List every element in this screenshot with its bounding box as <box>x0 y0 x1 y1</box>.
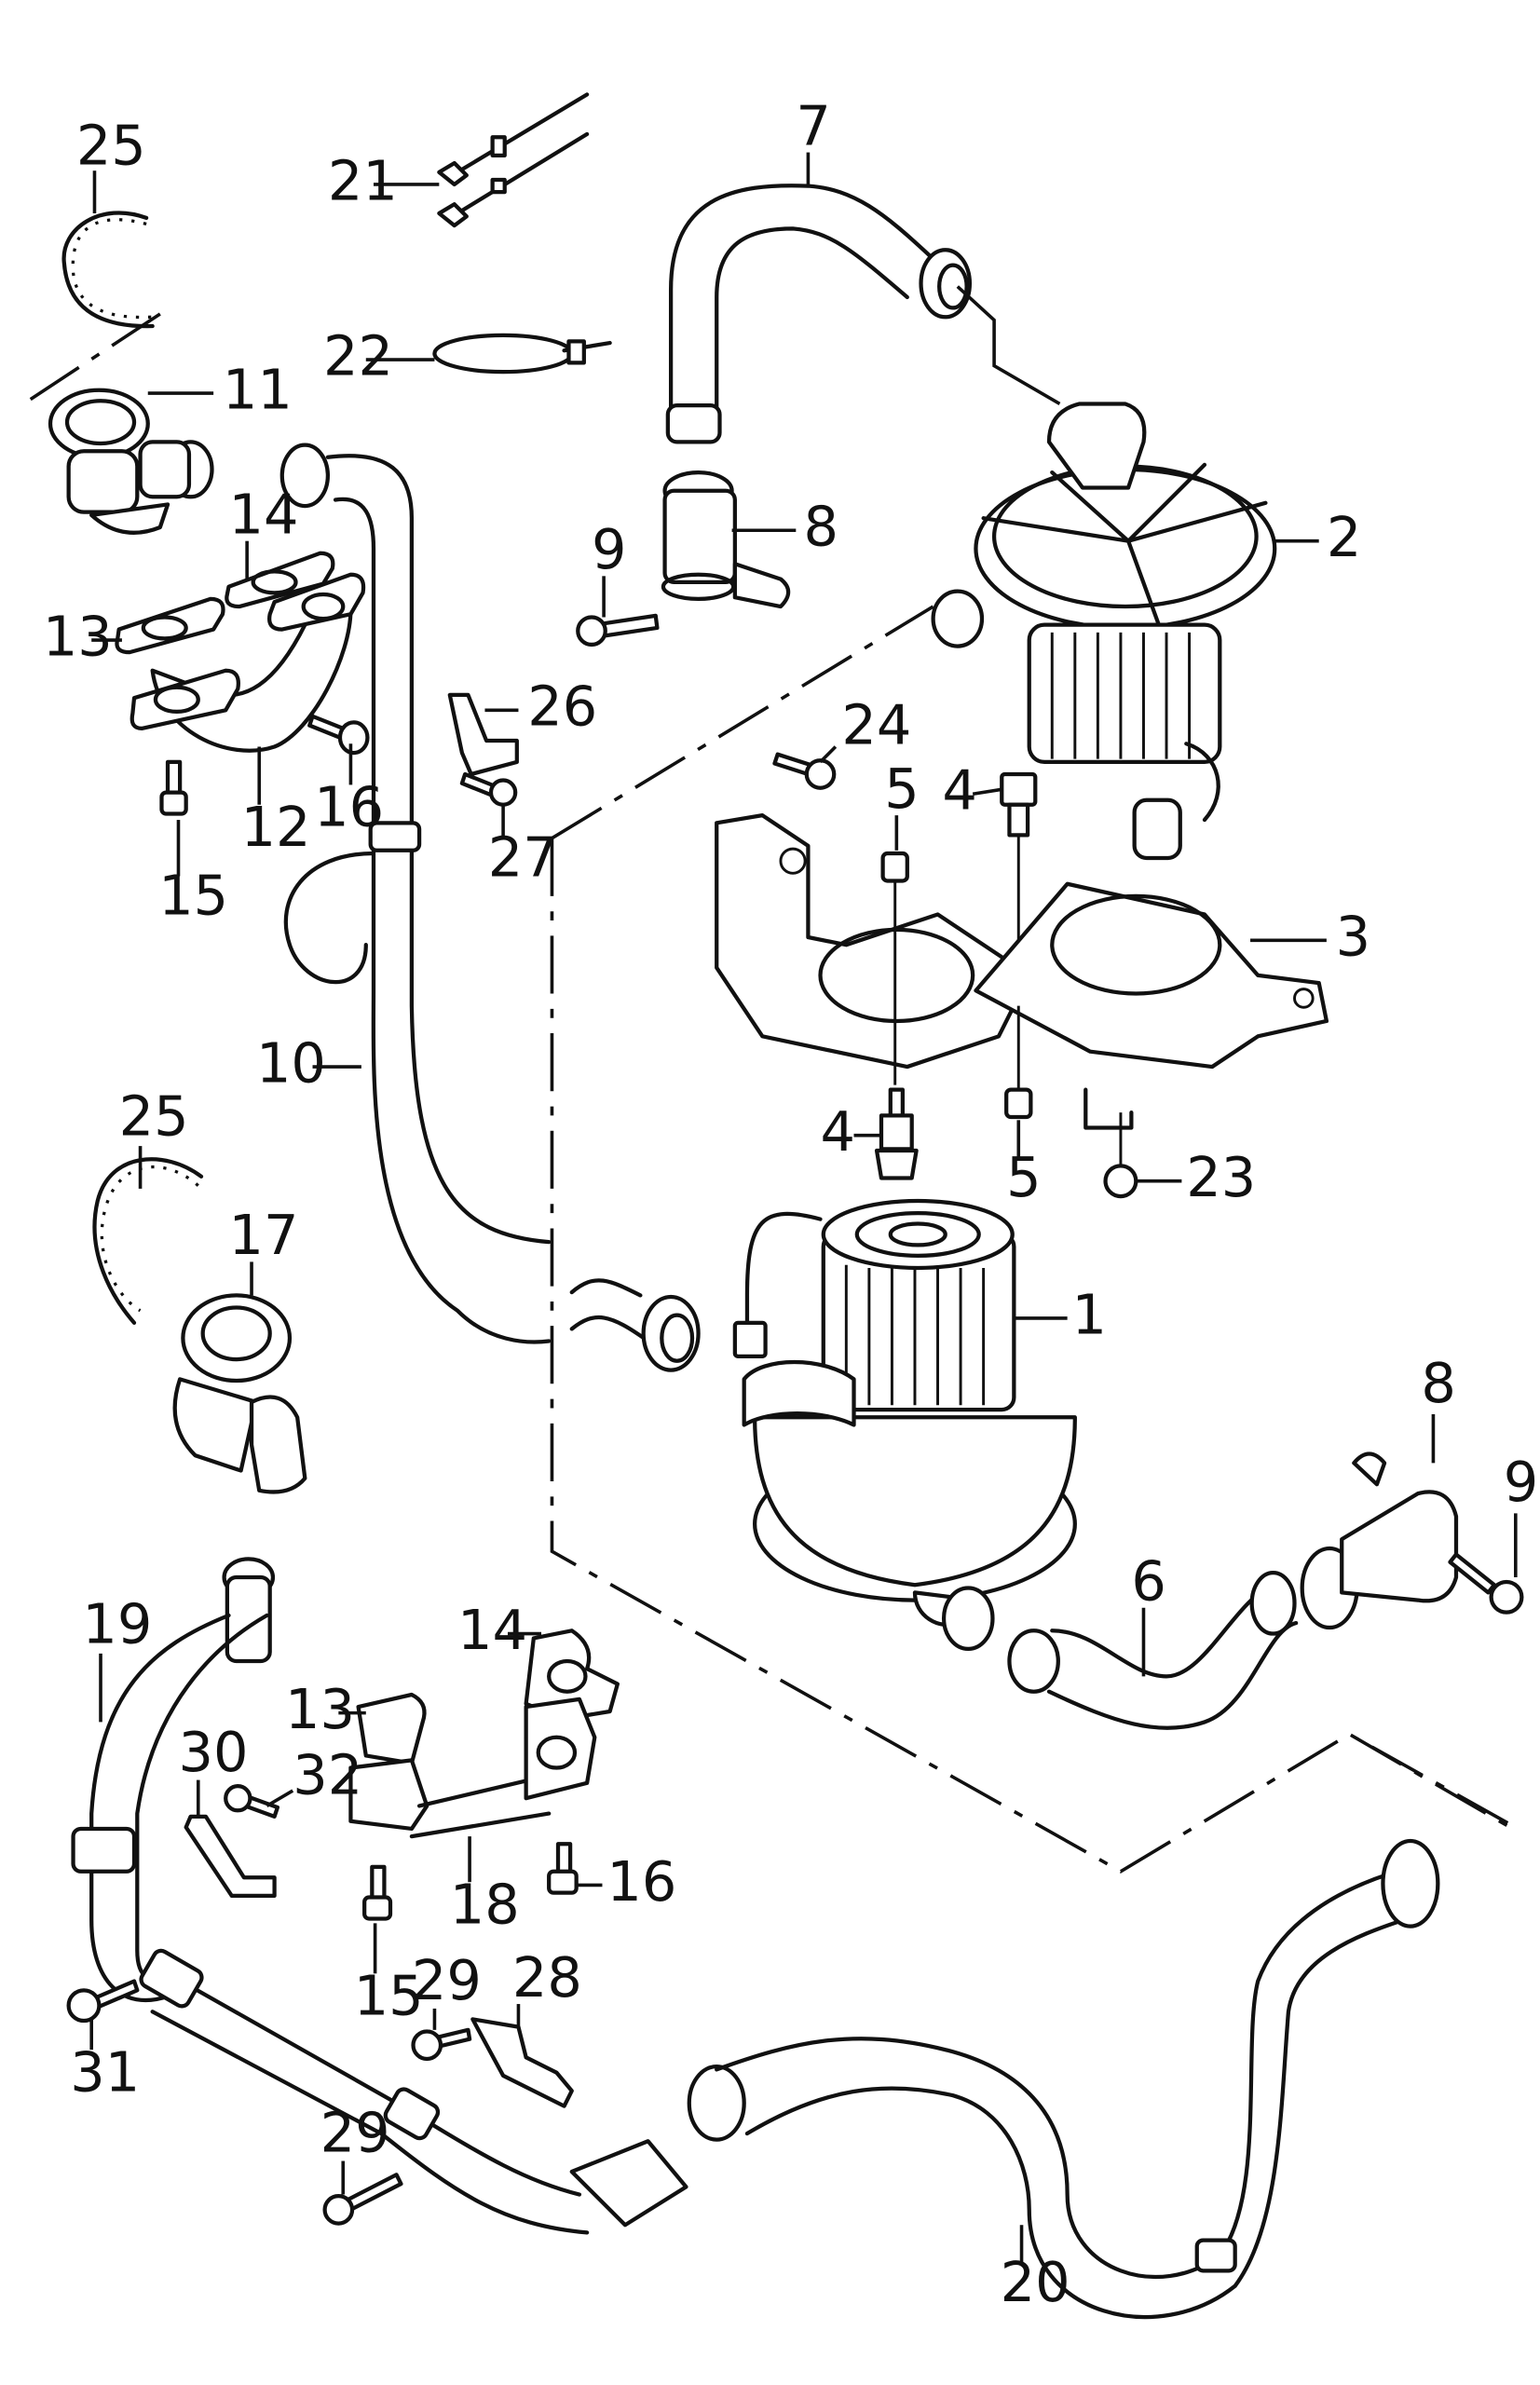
bolt-15-upper-part <box>159 759 188 816</box>
bolt-16-upper-part <box>307 714 370 756</box>
combination-valve-lower-part <box>172 1293 307 1664</box>
connecting-pipe-upper-part <box>129 572 366 753</box>
pump-bracket-part <box>715 813 1329 1130</box>
bolt-9-right-part <box>1448 1552 1524 1615</box>
callout-6: 6 <box>1131 1549 1165 1614</box>
secondary-air-pump-upper-part <box>931 402 1277 861</box>
callout-12: 12 <box>241 795 311 859</box>
callout-3: 3 <box>1336 905 1370 969</box>
vacuum-hose-lower-part <box>100 1165 199 1313</box>
callout-2: 2 <box>1327 505 1361 569</box>
callout-25-lower: 25 <box>119 1084 189 1149</box>
leader-lines <box>89 152 1518 2264</box>
upper-intake-hose-part <box>665 184 973 444</box>
callout-13-lower: 13 <box>285 1677 355 1741</box>
secondary-air-pump-part <box>732 1198 1077 1652</box>
nut-23-part <box>1103 1112 1138 1199</box>
callout-29-upper: 29 <box>412 1948 482 2012</box>
bracket-30-part <box>184 1814 277 1899</box>
gasket-13-lower-part <box>356 1692 427 1765</box>
intake-hose-part <box>1007 1546 1359 1730</box>
callout-8-right-label: 8 <box>1421 1351 1455 1415</box>
callout-9-right: 9 <box>1504 1450 1538 1514</box>
callout-27: 27 <box>488 825 558 890</box>
cable-tie-part <box>432 333 612 375</box>
bracket-28-part <box>470 2017 574 2108</box>
bolt-27-part <box>459 771 518 807</box>
bolt-9-upper-part <box>576 613 660 647</box>
callout-21: 21 <box>328 148 398 212</box>
callout-24: 24 <box>841 692 911 756</box>
bolt-16-lower-part <box>547 1842 579 1895</box>
gasket-14-lower-part <box>524 1629 620 1722</box>
callout-4-upper: 4 <box>942 758 976 823</box>
hose-clips-part <box>437 92 590 228</box>
valve-link-line-upper <box>29 312 161 402</box>
pressure-hose-part <box>279 443 701 1372</box>
callout-4-lower: 4 <box>821 1099 855 1164</box>
callout-1: 1 <box>1072 1282 1107 1346</box>
callout-31: 31 <box>70 2039 140 2104</box>
callout-14-lower: 14 <box>457 1598 527 1662</box>
callout-32: 32 <box>293 1742 362 1806</box>
callout-9-upper-label: 9 <box>592 517 626 581</box>
callout-22: 22 <box>323 323 393 388</box>
bolt-29-upper-part <box>411 2027 472 2062</box>
bolt-29-lower-part <box>322 2173 403 2226</box>
callout-29-lower: 29 <box>320 2101 390 2165</box>
callout-26: 26 <box>527 675 597 739</box>
callout-15-upper: 15 <box>158 863 228 927</box>
combination-valve-upper-part <box>48 388 214 535</box>
callout-18: 18 <box>450 1872 520 1936</box>
callout-16-lower: 16 <box>606 1849 676 1914</box>
callout-30: 30 <box>178 1720 248 1784</box>
bolt-15-lower-part <box>362 1864 393 1921</box>
vacuum-hose-upper-part <box>71 218 153 320</box>
callout-7: 7 <box>796 93 830 157</box>
connector-right-part <box>1340 1451 1459 1603</box>
callout-8-upper: 8 <box>804 495 838 559</box>
connector-upper-part <box>661 470 791 609</box>
bolt-32-part <box>224 1784 279 1819</box>
bracket-26-part <box>447 692 519 777</box>
callout-15-lower: 15 <box>354 1964 424 2028</box>
long-pressure-hose-part <box>139 1838 1440 2320</box>
bolt-31-part <box>66 1979 140 2024</box>
gasket-13-upper-part <box>115 596 225 655</box>
connecting-pipe-lower-part <box>348 1697 597 1839</box>
gasket-14-upper-part <box>225 551 335 609</box>
callout-14-upper: 14 <box>228 483 298 547</box>
pump-link-line <box>551 605 934 840</box>
callout-28: 28 <box>512 1945 582 2010</box>
callout-16-upper: 16 <box>314 775 384 839</box>
callout-5-lower: 5 <box>1006 1145 1041 1209</box>
callout-25-upper: 25 <box>76 114 146 178</box>
nut-lower-part <box>1004 1005 1033 1120</box>
damper-lower-part <box>874 1087 919 1180</box>
callout-5-upper: 5 <box>884 756 919 821</box>
callout-10: 10 <box>256 1030 326 1095</box>
callout-17: 17 <box>228 1203 298 1267</box>
assembly-boundary-line <box>550 838 1515 1874</box>
nut-upper-part <box>880 851 909 1085</box>
callout-13-upper: 13 <box>43 604 113 668</box>
callout-11: 11 <box>223 357 293 421</box>
